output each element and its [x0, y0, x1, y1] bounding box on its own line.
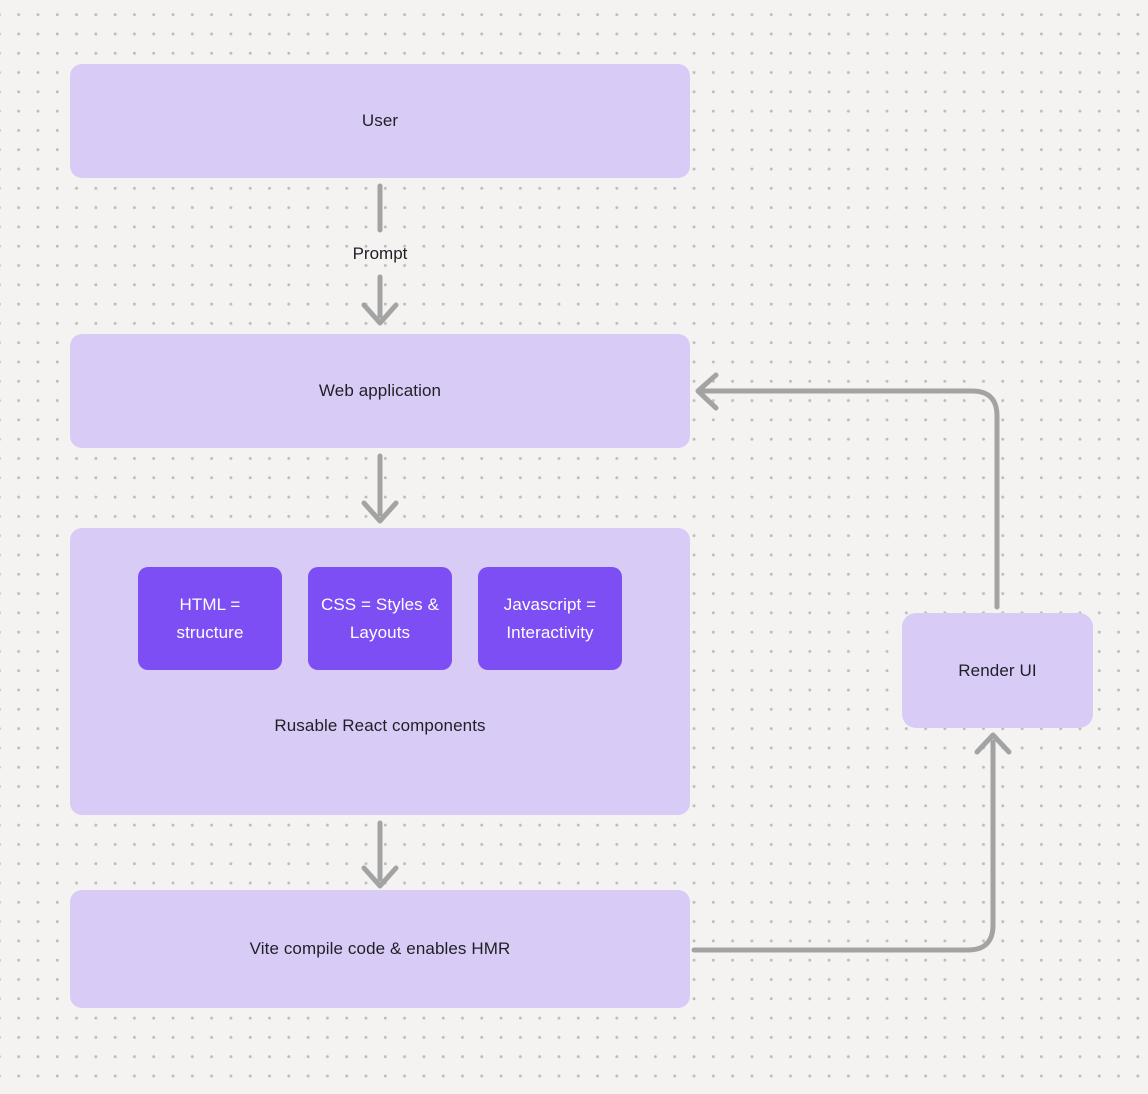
arrow-vite-to-renderui-line: [691, 739, 996, 953]
node-render-ui[interactable]: Render UI: [902, 613, 1093, 728]
node-web-application-label: Web application: [318, 381, 442, 400]
chip-html-label: HTML = structure: [176, 594, 244, 642]
edge-label-prompt: Prompt: [352, 244, 408, 263]
node-web-application[interactable]: Web application: [70, 334, 690, 448]
node-render-ui-label: Render UI: [958, 660, 1037, 680]
node-vite[interactable]: Vite compile code & enables HMR: [70, 890, 690, 1008]
chip-css[interactable]: CSS = Styles & Layouts: [308, 567, 452, 670]
arrow-head-down-webapp-icon: [361, 302, 399, 326]
chip-javascript-label: Javascript = Interactivity: [503, 594, 597, 642]
chip-javascript[interactable]: Javascript = Interactivity: [478, 567, 622, 670]
node-vite-label: Vite compile code & enables HMR: [249, 939, 511, 958]
chip-css-label: CSS = Styles & Layouts: [320, 594, 440, 642]
arrow-head-down-components-icon: [361, 500, 399, 524]
node-components-container[interactable]: HTML = structure CSS = Styles & Layouts …: [70, 528, 690, 815]
arrow-renderui-to-webapp-line: [700, 388, 1000, 610]
components-caption: Rusable React components: [274, 716, 486, 735]
node-user[interactable]: User: [70, 64, 690, 178]
arrow-head-down-vite-icon: [361, 865, 399, 889]
chip-html[interactable]: HTML = structure: [138, 567, 282, 670]
arrow-head-left-webapp-icon: [695, 372, 719, 411]
node-user-label: User: [361, 111, 399, 130]
components-chip-row: HTML = structure CSS = Styles & Layouts …: [138, 567, 622, 670]
arrow-head-up-renderui-icon: [974, 732, 1012, 755]
